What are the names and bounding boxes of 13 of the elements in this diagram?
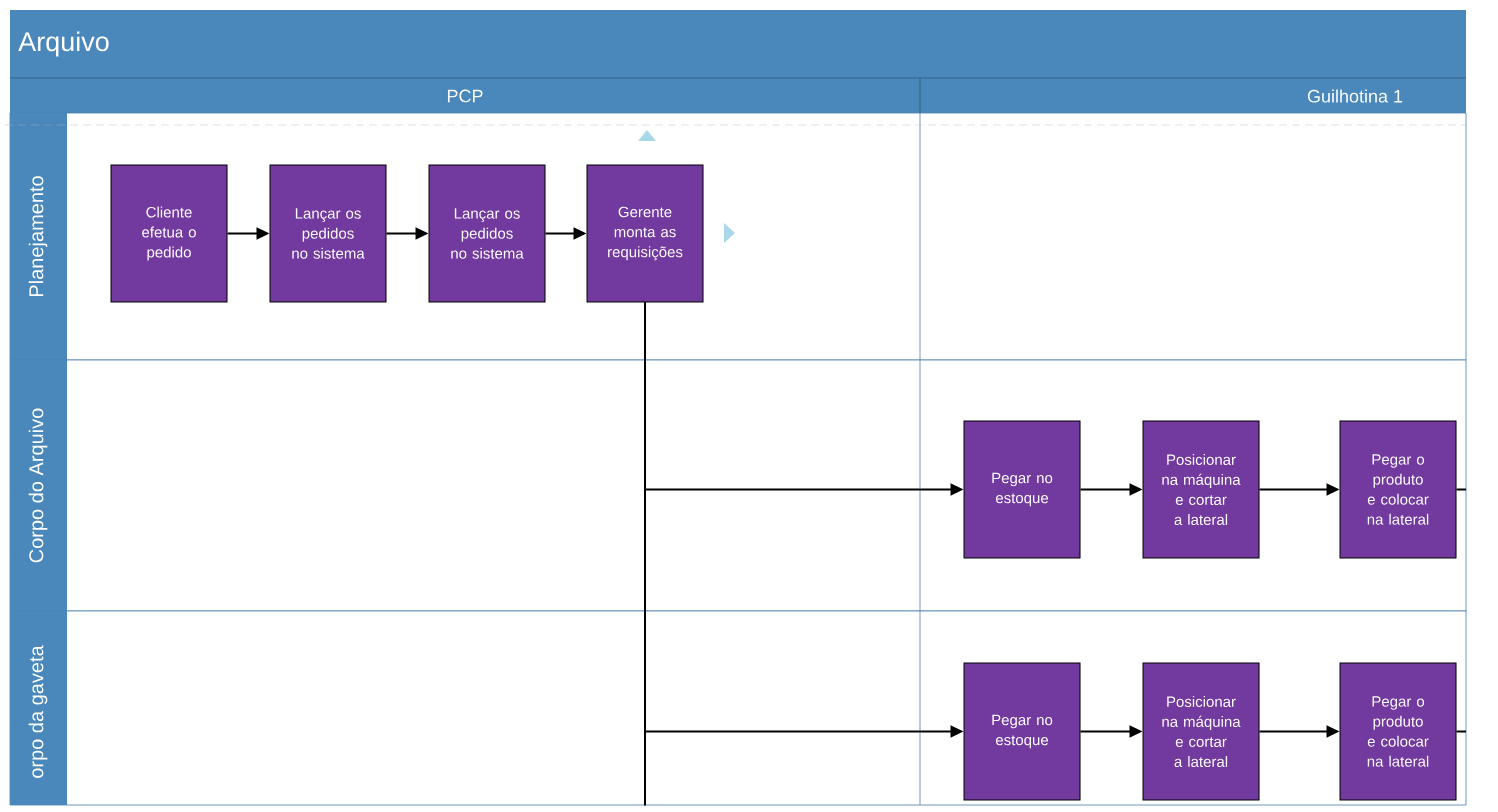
- process-box: Lançar os pedidos no sistema: [269, 164, 387, 303]
- process-box: Lançar os pedidos no sistema: [428, 164, 546, 303]
- process-box: Pegar o produto e colocar na lateral: [1339, 662, 1457, 801]
- process-box: Posicionar na máquina e cortar a lateral: [1142, 662, 1260, 801]
- process-box: Cliente efetua o pedido: [110, 164, 228, 303]
- process-box: Pegar no estoque: [963, 662, 1081, 801]
- pool-header: Arquivo: [10, 10, 1466, 78]
- process-box: Posicionar na máquina e cortar a lateral: [1142, 420, 1260, 559]
- column-label: PCP: [448, 89, 483, 103]
- column-label: Guilhotina 1: [1307, 89, 1403, 103]
- process-box: Pegar no estoque: [963, 420, 1081, 559]
- process-box: Gerente monta as requisições: [586, 164, 704, 303]
- process-box: Pegar o produto e colocar na lateral: [1339, 420, 1457, 559]
